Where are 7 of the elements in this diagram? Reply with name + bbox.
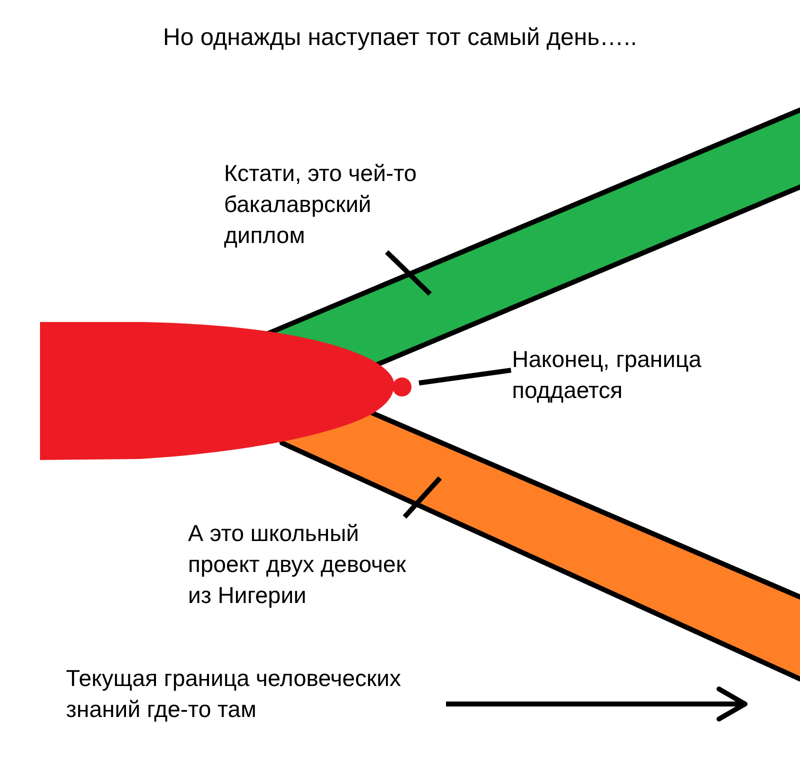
title: Но однажды наступает тот самый день….. bbox=[163, 23, 637, 53]
annotation-text: Текущая граница человеческих знаний где-то там bbox=[66, 663, 426, 725]
leader-line bbox=[418, 368, 512, 386]
annotation-text: Кстати, это чей-то бакалаврский диплом bbox=[224, 158, 429, 251]
annotation-text: Наконец, граница поддается bbox=[512, 344, 737, 406]
annotation-text: А это школьный проект двух девочек из Нигерии bbox=[188, 518, 413, 611]
blob-shape bbox=[40, 320, 413, 462]
